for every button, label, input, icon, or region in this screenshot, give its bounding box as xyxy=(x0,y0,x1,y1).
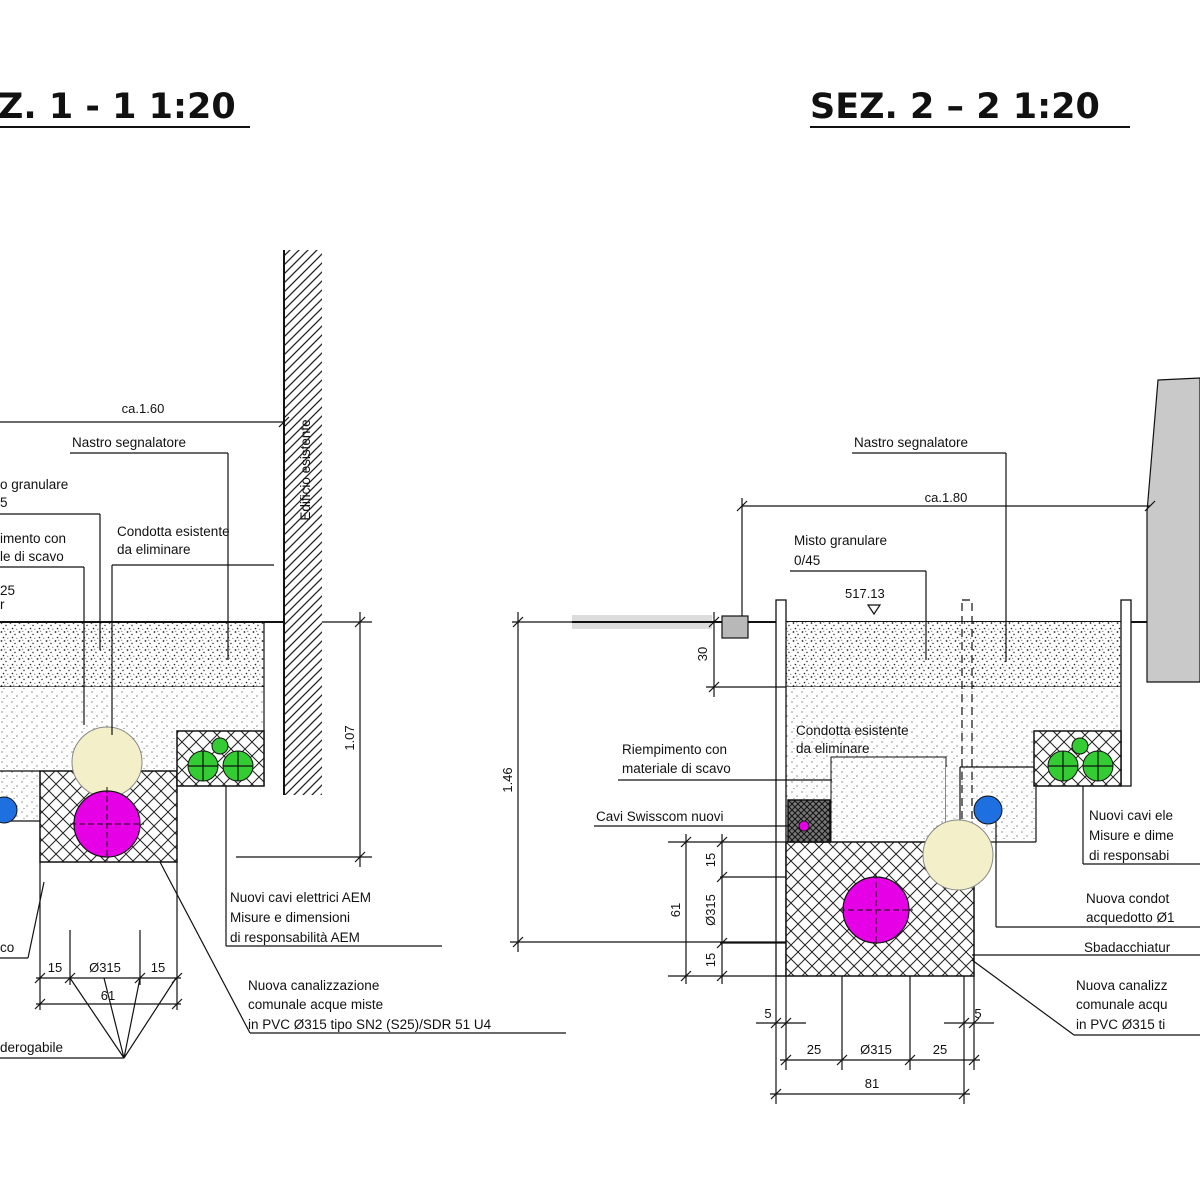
section2-label-canal-3: in PVC Ø315 ti xyxy=(1076,1017,1165,1032)
section1-label-sbad: co xyxy=(0,940,14,955)
section2-label-riempimento-1: Riempimento con xyxy=(622,742,727,757)
section2-label-swisscom: Cavi Swisscom nuovi xyxy=(596,809,724,824)
section2-label-cavi-3: di responsabi xyxy=(1089,848,1169,863)
section2-label-condotta-1: Condotta esistente xyxy=(796,723,909,738)
section1-drawing: Edificio esistente ca.1.60 Nas xyxy=(0,250,566,1059)
section1-label-inderogabile: derogabile xyxy=(0,1040,63,1055)
section2-dim-25b: 25 xyxy=(933,1042,947,1057)
section1-dim-height: 1.07 xyxy=(342,725,357,750)
section2-dim-61: 61 xyxy=(668,903,683,917)
section1-label-quota-2: r xyxy=(0,597,5,612)
section2-label-cavi-1: Nuovi cavi ele xyxy=(1089,808,1173,823)
section1-dim-15b: 15 xyxy=(151,960,165,975)
section1-water-pipe xyxy=(0,796,18,824)
section2-label-canal-1: Nuova canalizz xyxy=(1076,978,1168,993)
section2-building xyxy=(1146,377,1200,683)
section1-label-cavi-1: Nuovi cavi elettrici AEM xyxy=(230,890,371,905)
section1-title: Z. 1 - 1 1:20 xyxy=(0,87,236,127)
section2-water-pipe xyxy=(973,795,1003,825)
section1-dim-d315: Ø315 xyxy=(89,960,121,975)
section1-dim-15a: 15 xyxy=(48,960,62,975)
section2-dim-d315: Ø315 xyxy=(703,894,718,926)
section2-label-nastro: Nastro segnalatore xyxy=(854,435,968,450)
section1-label-nastro: Nastro segnalatore xyxy=(72,435,186,450)
section2-label-riempimento-2: materiale di scavo xyxy=(622,761,731,776)
section2-dim-146: 1.46 xyxy=(500,767,515,792)
section1-label-riempimento-2: le di scavo xyxy=(0,549,64,564)
section2-label-acq-1: Nuova condot xyxy=(1086,891,1170,906)
section1-dim-total: 61 xyxy=(101,988,115,1003)
section2-drawing: ca.1.80 Nastro segnalatore Misto granula… xyxy=(500,377,1200,1104)
section1-misto-layer xyxy=(0,622,264,687)
section2-label-cavi-2: Misure e dime xyxy=(1089,828,1174,843)
section2-dim-25a: 25 xyxy=(807,1042,821,1057)
section1-label-quota-1: 25 xyxy=(0,583,15,598)
section2-dim-5a: 5 xyxy=(764,1006,771,1021)
section1-label-cavi-3: di responsabilità AEM xyxy=(230,930,360,945)
section1-label-misto-2: 5 xyxy=(0,495,8,510)
section2-dim-15a: 15 xyxy=(703,853,718,867)
section2-label-quota: 517.13 xyxy=(845,586,885,601)
section1-existing-pipe xyxy=(71,726,143,798)
section2-shoring-left xyxy=(775,599,787,977)
section2-dim-hd315: Ø315 xyxy=(860,1042,892,1057)
section2-label-misto-2: 0/45 xyxy=(794,553,820,568)
section1-label-misto-1: o granulare xyxy=(0,477,68,492)
section1-label-canal-1: Nuova canalizzazione xyxy=(248,978,379,993)
section1-label-riempimento-1: imento con xyxy=(0,531,66,546)
section2-dim-top: ca.1.80 xyxy=(925,490,968,505)
section2-misto-layer xyxy=(786,622,1121,687)
section2-label-canal-2: comunale acqu xyxy=(1076,997,1168,1012)
section2-dim-total: 81 xyxy=(865,1076,879,1091)
section2-existing-pipe xyxy=(922,819,994,891)
section1-wall-label: Edificio esistente xyxy=(298,419,313,520)
section2-curb xyxy=(721,615,749,639)
section2-title: SEZ. 2 – 2 1:20 xyxy=(810,87,1100,127)
section1-label-canal-2: comunale acque miste xyxy=(248,997,383,1012)
section2-label-misto-1: Misto granulare xyxy=(794,533,887,548)
section2-shoring-right xyxy=(1120,599,1132,787)
section1-wall xyxy=(284,250,322,795)
section2-swisscom-block xyxy=(787,799,831,843)
section1-label-canal-3: in PVC Ø315 tipo SN2 (S25)/SDR 51 U4 xyxy=(248,1017,492,1032)
section2-dim-30: 30 xyxy=(695,647,710,661)
section1-label-condotta-1: Condotta esistente xyxy=(117,524,230,539)
section1-label-cavi-2: Misure e dimensioni xyxy=(230,910,350,925)
section1-dim-top: ca.1.60 xyxy=(122,401,165,416)
section2-label-condotta-2: da eliminare xyxy=(796,741,870,756)
section2-dim-15b: 15 xyxy=(703,953,718,967)
section2-dim-5b: 5 xyxy=(974,1006,981,1021)
section2-label-sbad: Sbadacchiatur xyxy=(1084,940,1171,955)
section2-label-acq-2: acquedotto Ø1 xyxy=(1086,910,1175,925)
section1-label-condotta-2: da eliminare xyxy=(117,542,191,557)
